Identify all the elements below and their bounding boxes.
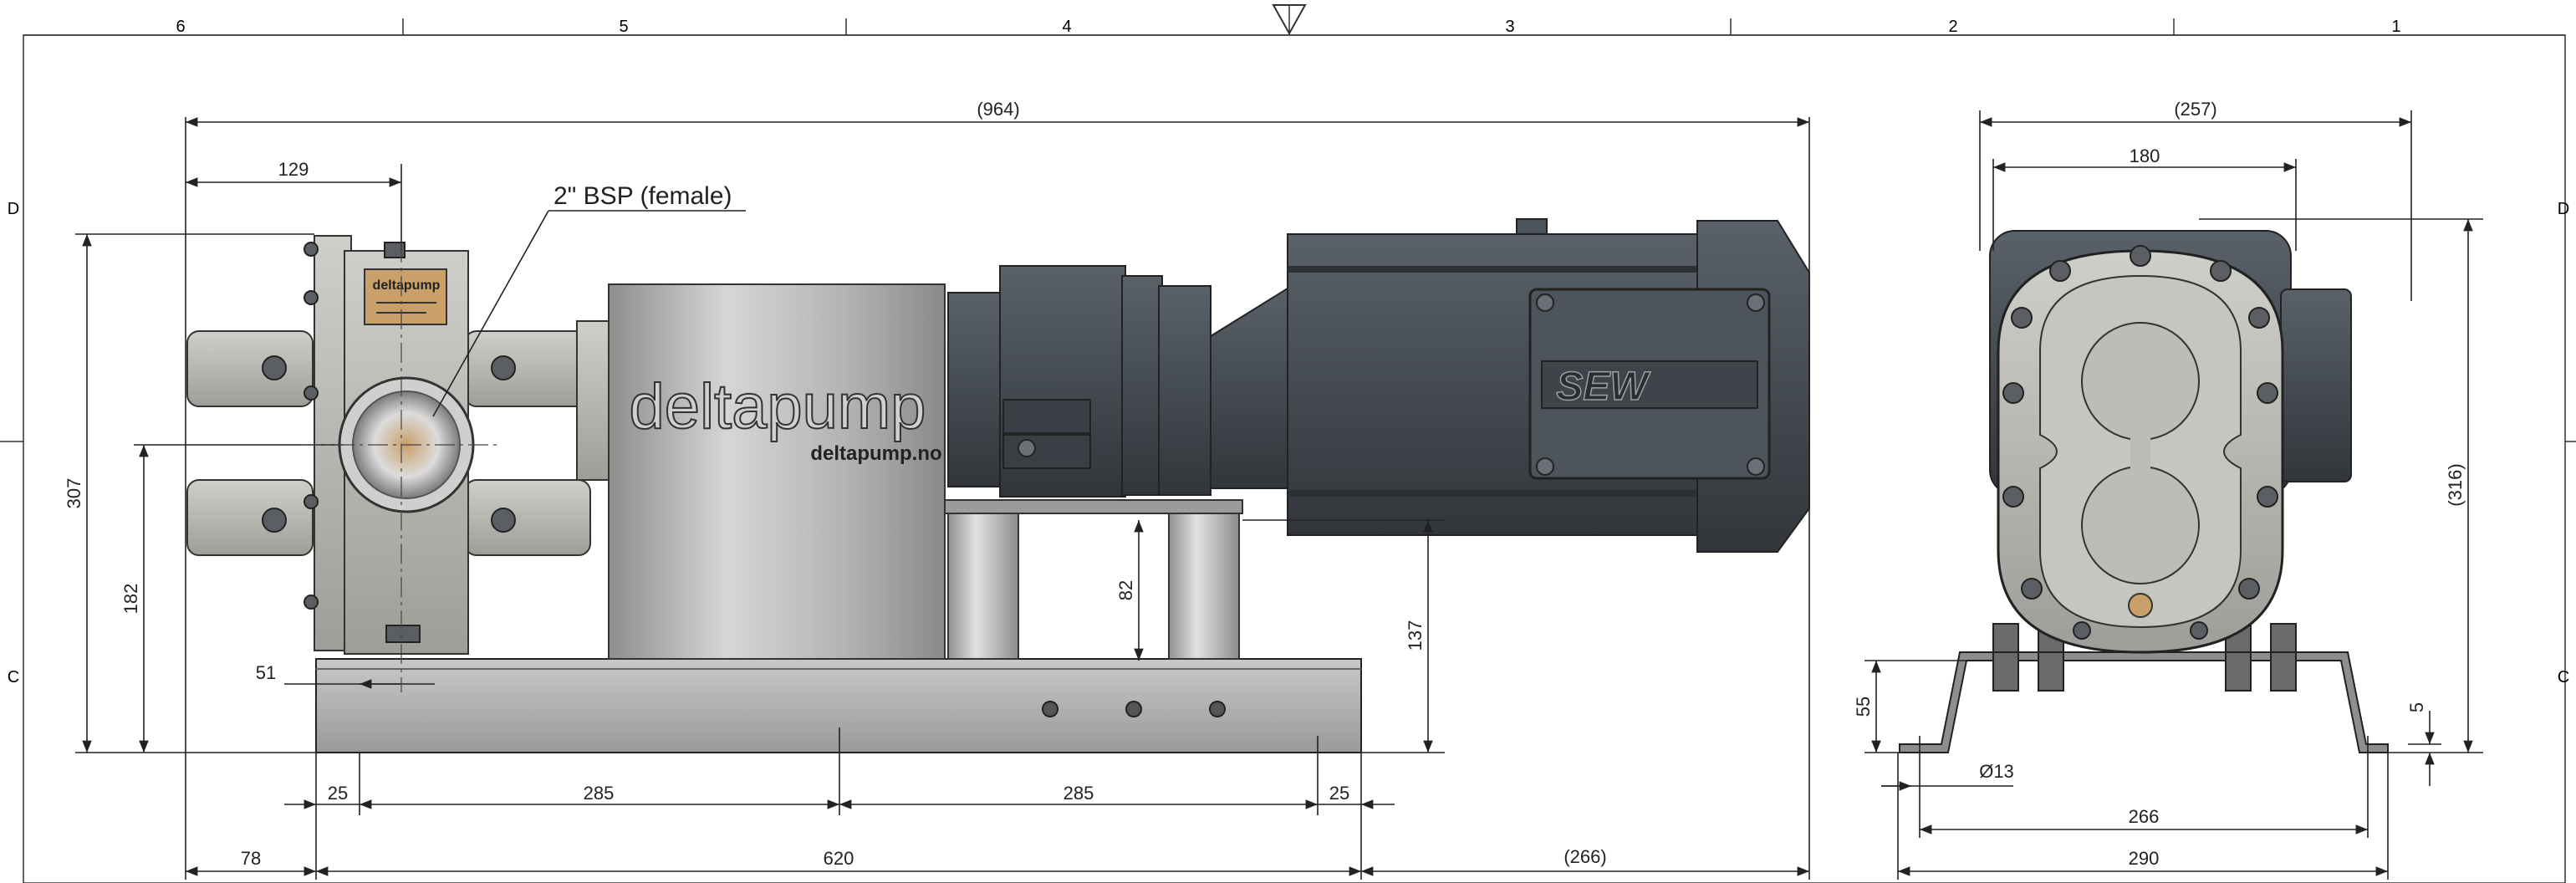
dim-end-foot-width: 290 bbox=[2129, 848, 2160, 869]
zone-row-c-left: C bbox=[8, 668, 19, 686]
base-bolt-3-icon bbox=[1209, 701, 1226, 717]
dim-motor-axis-height: 137 bbox=[1405, 620, 1426, 651]
gearbox bbox=[947, 265, 1211, 498]
dim-bolt-pitch-2: 285 bbox=[1064, 783, 1094, 804]
zone-col-2: 2 bbox=[1948, 18, 1957, 36]
zone-col-3: 3 bbox=[1505, 18, 1514, 36]
dim-base-length: 620 bbox=[824, 848, 854, 869]
dim-end-hole-pitch: 266 bbox=[2129, 806, 2160, 827]
centerlines bbox=[301, 242, 502, 692]
base-bolt-1-icon bbox=[1042, 701, 1058, 717]
dim-end-foot-thickness: 5 bbox=[2406, 702, 2427, 712]
dim-base-offset: 51 bbox=[256, 662, 276, 683]
nameplate-brand: deltapump bbox=[373, 278, 441, 293]
zone-col-4: 4 bbox=[1062, 18, 1071, 36]
dim-flange-offset: 129 bbox=[278, 159, 309, 180]
base-frame bbox=[315, 658, 1362, 753]
face-bolts bbox=[2002, 245, 2278, 640]
dim-support-height: 82 bbox=[1115, 580, 1136, 600]
drawing-frame bbox=[23, 34, 2566, 883]
dim-overhang-left: 78 bbox=[241, 848, 261, 869]
dim-overall-length: (964) bbox=[977, 99, 1019, 120]
connection-callout: 2" BSP (female) bbox=[553, 182, 732, 210]
pump-head: deltapump bbox=[186, 235, 610, 655]
zone-row-c-right: C bbox=[2558, 668, 2569, 686]
dim-end-hole-diameter: Ø13 bbox=[1979, 761, 2014, 782]
housing-url: deltapump.no bbox=[810, 442, 941, 465]
dim-end-overall-width: (257) bbox=[2174, 99, 2216, 120]
dim-end-25-right: 25 bbox=[1329, 783, 1349, 804]
zone-row-d-left: D bbox=[8, 200, 19, 218]
dim-end-foot-height: 55 bbox=[1853, 697, 1874, 717]
end-view bbox=[1899, 230, 2389, 753]
dim-end-overall-height: (316) bbox=[2445, 463, 2466, 506]
zone-col-5: 5 bbox=[619, 18, 628, 36]
dim-height-total: 307 bbox=[64, 478, 84, 509]
frame-ticks bbox=[0, 18, 2576, 442]
pump-bolts bbox=[262, 242, 516, 643]
side-view: deltapump deltapump deltapump.no bbox=[186, 218, 1810, 753]
dim-end-25-left: 25 bbox=[328, 783, 348, 804]
base-bolt-2-icon bbox=[1125, 701, 1142, 717]
zone-row-d-right: D bbox=[2558, 200, 2569, 218]
housing-brand: deltapump bbox=[630, 371, 926, 442]
dim-end-flange-width: 180 bbox=[2130, 145, 2160, 166]
foot-bracket bbox=[1899, 651, 2389, 753]
dim-bolt-pitch-1: 285 bbox=[584, 783, 615, 804]
motor-brand: SEW bbox=[1556, 365, 1650, 409]
zone-col-1: 1 bbox=[2391, 18, 2400, 36]
pump-nameplate bbox=[364, 268, 447, 325]
coupling-housing: deltapump deltapump.no bbox=[608, 283, 946, 660]
motor: SEW bbox=[1210, 218, 1810, 553]
dimension-labels: (964) 129 307 182 51 82 137 25 285 285 2… bbox=[64, 99, 2466, 869]
dim-height-inlet: 182 bbox=[120, 584, 141, 615]
gear-support-legs bbox=[944, 499, 1243, 660]
zone-col-6: 6 bbox=[176, 18, 185, 36]
dim-motor-overhang: (266) bbox=[1563, 846, 1606, 867]
dimension-lines bbox=[75, 110, 2483, 880]
